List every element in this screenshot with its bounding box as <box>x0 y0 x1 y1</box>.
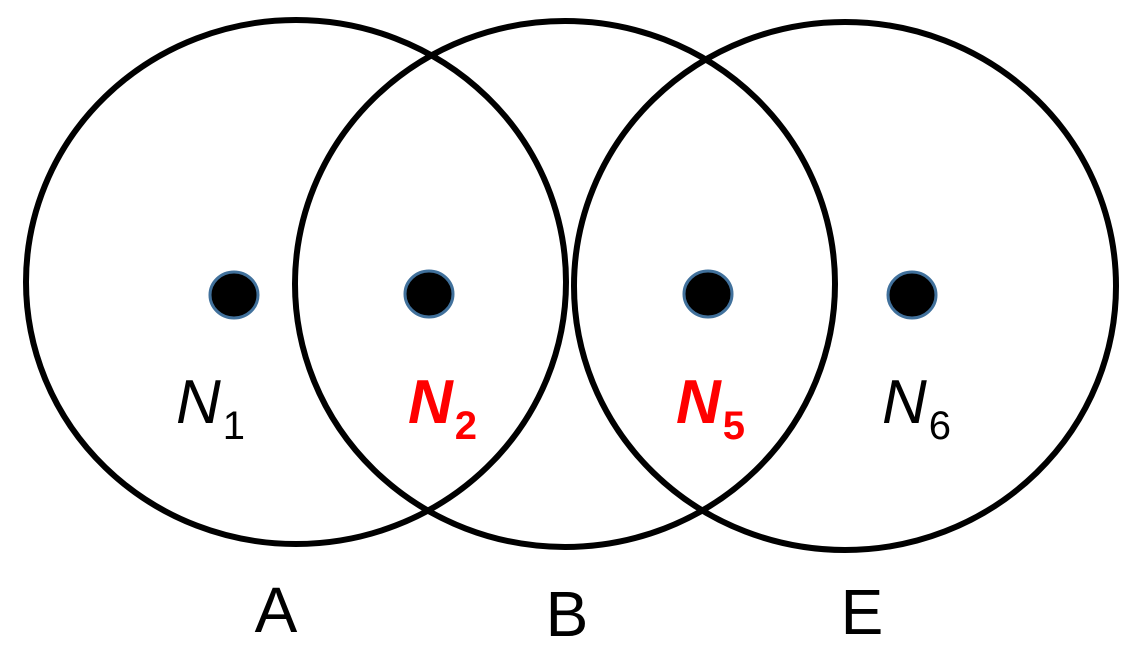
node-label-n1: N1 <box>176 368 245 448</box>
range-circle-b <box>292 18 838 550</box>
region-label-e: E <box>841 576 884 648</box>
node-label-n5: N5 <box>676 368 745 448</box>
node-dot-n2 <box>403 269 455 319</box>
region-label-a: A <box>255 574 298 646</box>
node-label-n2: N2 <box>408 368 477 448</box>
range-circles <box>23 17 1119 553</box>
range-circle-e <box>571 19 1119 553</box>
node-dots <box>208 269 938 320</box>
node-dot-n6 <box>886 270 938 320</box>
region-label-b: B <box>546 578 589 650</box>
node-dot-n1 <box>208 270 260 320</box>
node-labels: N1 N2 N5 N6 <box>176 368 951 448</box>
region-labels: A B E <box>255 574 884 650</box>
range-circle-a <box>23 17 569 547</box>
node-label-n6: N6 <box>882 368 951 448</box>
node-dot-n5 <box>682 269 734 319</box>
